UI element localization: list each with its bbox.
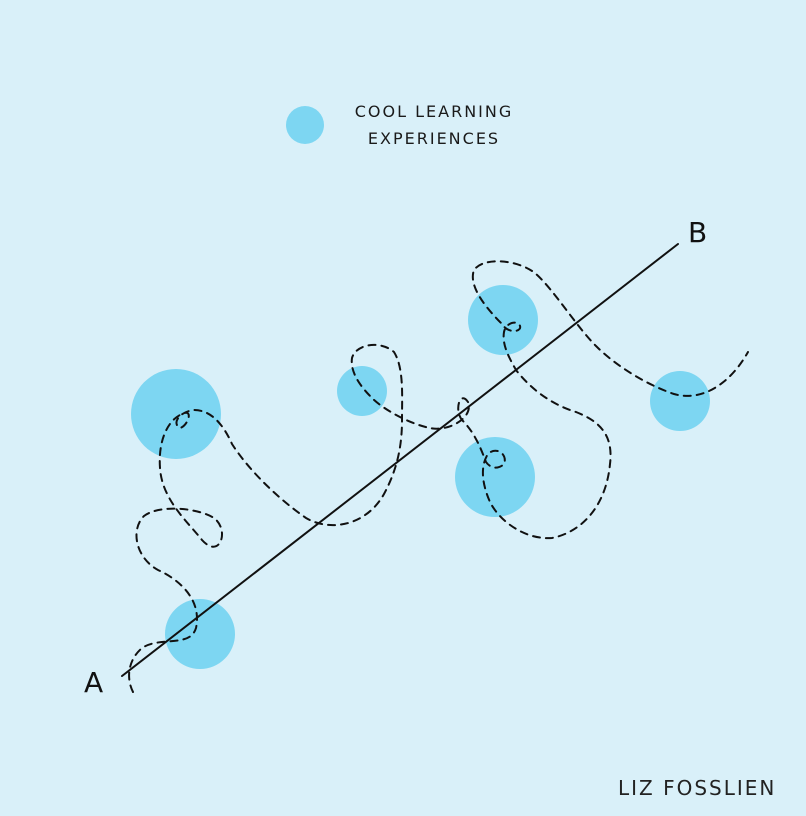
direct-path-line (121, 243, 679, 677)
author-signature: LIZ FOSSLIEN (618, 776, 777, 800)
learning-experience-circle (337, 366, 387, 416)
learning-experience-circle (650, 371, 710, 431)
legend-label-line2: EXPERIENCES (367, 129, 501, 148)
legend-label-line1: COOL LEARNING (354, 102, 514, 121)
start-point-label: A (84, 666, 104, 699)
learning-experience-circle (468, 285, 538, 355)
legend-swatch (286, 106, 324, 144)
wandering-learning-path (128, 260, 749, 693)
end-point-label: B (688, 216, 708, 249)
legend-label: COOL LEARNING EXPERIENCES (334, 98, 534, 152)
learning-experience-circle (131, 369, 221, 459)
learning-experience-circle (165, 599, 235, 669)
learning-experience-circle (455, 437, 535, 517)
